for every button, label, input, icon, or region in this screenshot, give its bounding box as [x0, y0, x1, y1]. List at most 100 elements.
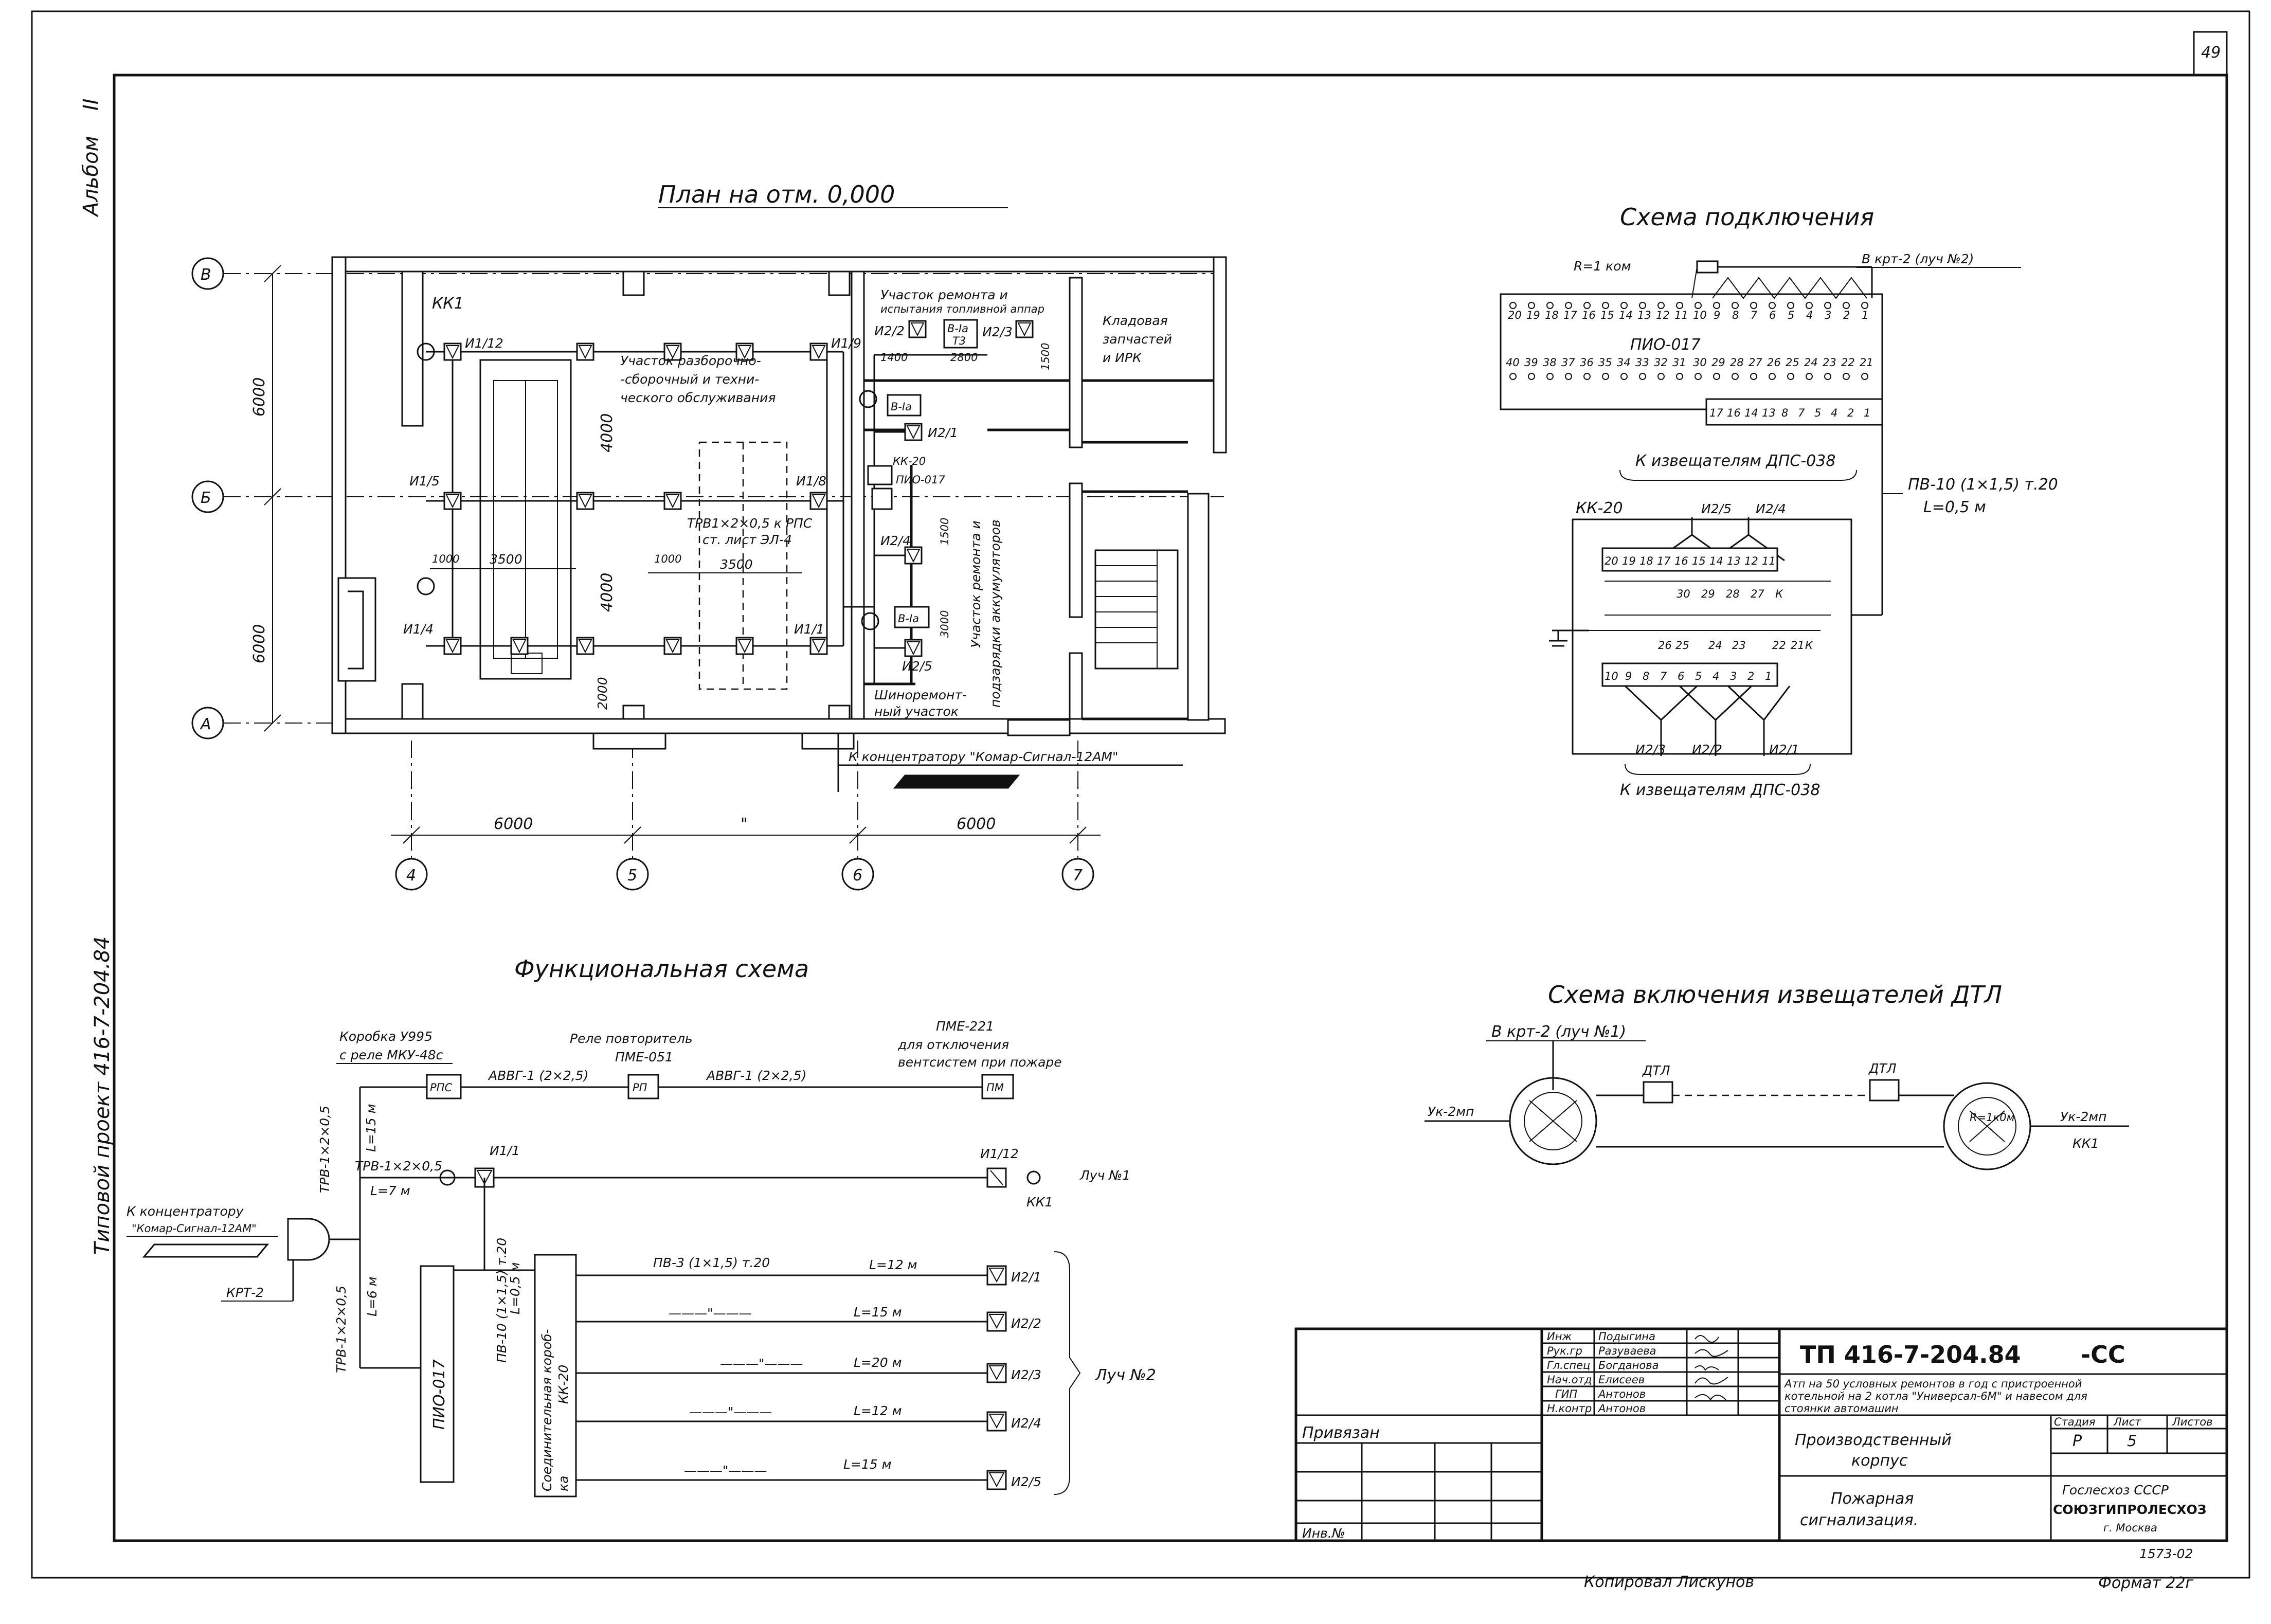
axis-label-b: Б — [201, 489, 211, 507]
plan-det-i1-9: И1/9 — [831, 336, 861, 351]
func-row2-mark: ———"——— — [669, 1306, 752, 1321]
pin-27: 27 — [1749, 356, 1762, 369]
pin-6: 6 — [1769, 309, 1776, 321]
pin-17: 17 — [1563, 309, 1577, 321]
pin-39: 39 — [1524, 356, 1538, 369]
stamp-drawing-l2: сигнализация. — [1800, 1511, 1918, 1529]
plan-det-i1-5: И1/5 — [409, 474, 440, 489]
plan-box-b1a-3 — [894, 606, 930, 628]
func-pme-l2: для отключения — [897, 1037, 1009, 1052]
axis-label-5: 5 — [627, 867, 637, 885]
plan-box-b1a — [887, 394, 922, 417]
terminal-row-1 — [1601, 547, 1778, 572]
pin-33: 33 — [1635, 356, 1649, 369]
heat-detector-kk1 — [417, 342, 435, 361]
pin-20: 20 — [1508, 309, 1522, 321]
stamp-stage: Р — [2072, 1432, 2082, 1450]
stamp-name-3: Елисеев — [1598, 1374, 1645, 1386]
plan-dim-3500b: 3500 — [720, 557, 753, 572]
wire-5: 5 — [1814, 407, 1821, 419]
pin-7: 7 — [1751, 309, 1758, 321]
stamp-drawing-l1: Пожарная — [1831, 1490, 1914, 1508]
func-kk20-l3: КК-20 — [556, 1365, 571, 1404]
plan-room-tire-l2: ный участок — [874, 704, 959, 719]
stamp-stage-header: Стадия — [2054, 1416, 2096, 1428]
plan-det-i2-4: И2/4 — [880, 533, 911, 548]
wire-numbers: 17 16 14 13 8 7 5 4 2 1 — [1709, 407, 1870, 419]
pin-29: 29 — [1711, 356, 1725, 369]
pin-9: 9 — [1714, 309, 1720, 321]
func-pme-l1: ПМЕ-221 — [936, 1019, 994, 1034]
term-20: 20 — [1605, 555, 1618, 567]
func-repeater-l1: Реле повторитель — [570, 1031, 693, 1046]
pin-36: 36 — [1580, 356, 1594, 369]
connection-title: Схема подключения — [1620, 203, 1874, 231]
axis-label-a: А — [200, 715, 211, 733]
dim-bottom-left: 6000 — [494, 815, 533, 833]
stamp-desc-l3: стоянки автомашин — [1785, 1402, 1899, 1415]
stamp-name-4: Антонов — [1597, 1388, 1646, 1400]
plan-label-b1a: В-Iа — [891, 401, 912, 413]
plan-det-i1-12: И1/12 — [465, 336, 503, 351]
pio-017-panel — [1500, 293, 1883, 410]
pin-8: 8 — [1732, 309, 1739, 321]
func-box-label: Коробка У995 — [339, 1029, 432, 1044]
plan-det-i2-3: И2/3 — [982, 324, 1013, 339]
plan-label-b1a-3: В-Iа — [898, 612, 919, 625]
func-row4-mark: ———"——— — [689, 1404, 772, 1419]
pin-19: 19 — [1526, 309, 1540, 321]
stamp-role-3: Нач.отд — [1547, 1374, 1592, 1386]
dtl-uk-left: Ук-2мп — [1428, 1104, 1474, 1119]
term-k2: К — [1805, 639, 1813, 652]
conn-i2-4: И2/4 — [1756, 501, 1786, 516]
axis-bubble-4 — [395, 858, 428, 891]
connection-kk20-label: КК-20 — [1576, 499, 1623, 517]
resistor — [1696, 260, 1719, 274]
heat-detector-left — [417, 577, 435, 596]
axis-label-v: В — [201, 266, 211, 284]
pin-10: 10 — [1693, 309, 1707, 321]
stamp-sheet: 5 — [2127, 1432, 2137, 1450]
terminal-row-2-numbers: 30 29 28 27 К — [1677, 588, 1783, 600]
connection-cable-length: L=0,5 м — [1923, 498, 1986, 516]
dtl-detector-1 — [1643, 1081, 1673, 1104]
wire-8: 8 — [1781, 407, 1788, 419]
stamp-sheets-header: Листов — [2172, 1416, 2212, 1428]
term-8: 8 — [1643, 670, 1649, 682]
plan-room-battery-l1: Участок ремонта и — [968, 520, 983, 648]
connection-r-label: R=1 ком — [1574, 259, 1631, 274]
term-7: 7 — [1660, 670, 1667, 682]
stamp-role-0: Инж — [1547, 1330, 1572, 1343]
func-row1-length: L=12 м — [869, 1257, 917, 1272]
plan-dim-1500b: 1500 — [939, 518, 951, 545]
plan-room-fuel-l1: Участок ремонта и — [880, 287, 1008, 302]
connection-scheme: Схема подключения ПИО-017 R=1 ком В крт-… — [1500, 203, 2058, 799]
term-21: 21 — [1791, 639, 1805, 652]
conn-i2-3: И2/3 — [1635, 742, 1666, 757]
stamp-project-code: ТП 416-7-204.84 — [1800, 1341, 2021, 1368]
term-22: 22 — [1772, 639, 1786, 652]
term-26: 26 — [1658, 639, 1672, 652]
pin-16: 16 — [1582, 309, 1596, 321]
func-cable-v1: ТРВ-1×2×0,5 — [317, 1106, 332, 1193]
title-block: Инж Рук.гр Гл.спец Нач.отд ГИП Н.контр П… — [1294, 1327, 2228, 1561]
func-i1-12: И1/12 — [980, 1146, 1019, 1161]
dim-left-top: 6000 — [250, 377, 268, 417]
pin-5: 5 — [1788, 309, 1794, 321]
terminal-row-3-numbers: 26 25 24 23 22 21 К — [1658, 639, 1813, 652]
stamp-sheet-header: Лист — [2113, 1416, 2141, 1428]
stamp-name-0: Подыгина — [1598, 1330, 1655, 1343]
axis-label-6: 6 — [853, 867, 862, 885]
connection-pio-label: ПИО-017 — [1630, 336, 1701, 354]
pin-1: 1 — [1862, 309, 1868, 321]
func-krt2: КРТ-2 — [226, 1285, 264, 1300]
dtl-uk-right: Ук-2мп — [2060, 1109, 2106, 1124]
func-rp-label: РП — [633, 1081, 647, 1094]
term-17: 17 — [1657, 555, 1671, 567]
func-conc-l1: К концентратору — [127, 1204, 244, 1219]
plan-room-service-l1: Участок разборочно- — [620, 353, 761, 368]
pin-32: 32 — [1654, 356, 1668, 369]
pin-11: 11 — [1674, 309, 1688, 321]
term-4: 4 — [1713, 670, 1719, 682]
func-row5-mark: ———"——— — [684, 1463, 767, 1478]
